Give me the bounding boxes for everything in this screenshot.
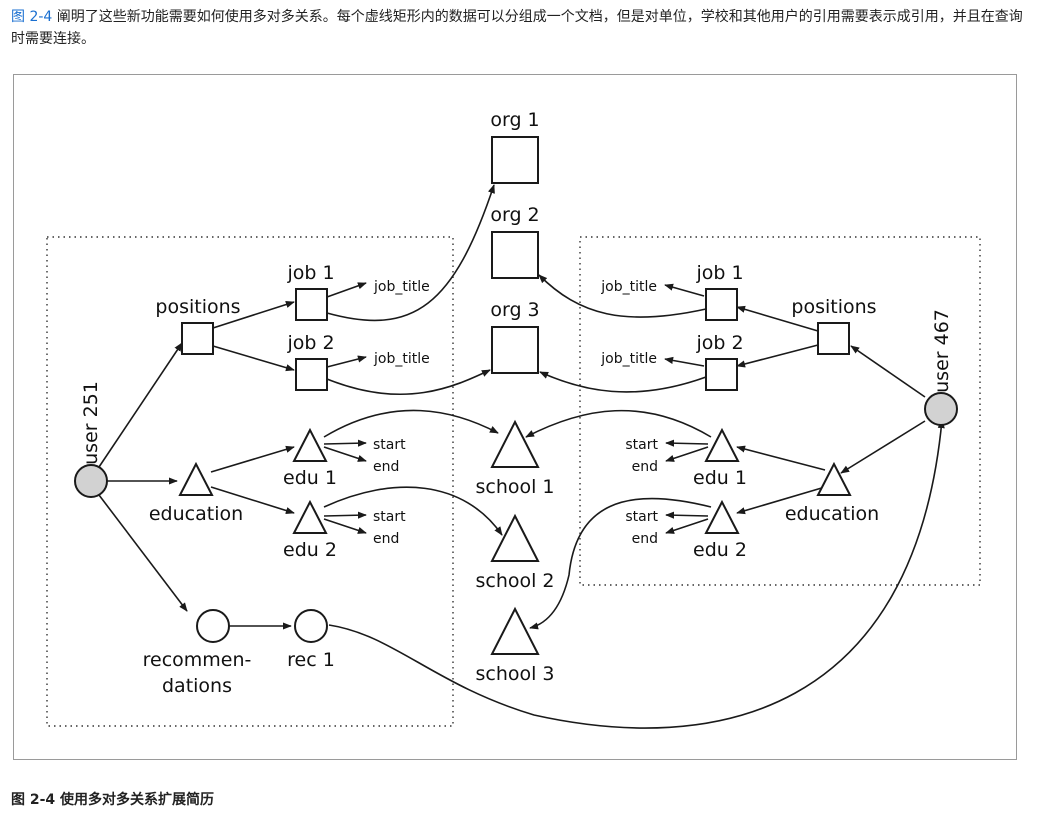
- ref-rec1-user467: [328, 419, 945, 729]
- edu2r-start-label: start: [625, 509, 658, 525]
- org2-node[interactable]: [491, 231, 539, 279]
- edge-education-edu1-r: [736, 445, 826, 471]
- user467-label: user 467: [931, 309, 953, 393]
- ref-job1r-org2: [538, 274, 707, 318]
- edge-user467-education: [840, 420, 926, 474]
- positions-label: positions: [155, 296, 240, 318]
- ref-job2r-org3: [539, 371, 707, 393]
- edu1-end-label: end: [373, 459, 399, 475]
- edge-edu2-end: [323, 518, 367, 534]
- edu1r-start-label: start: [625, 437, 658, 453]
- edge-edu1-end: [323, 446, 367, 462]
- job1-label-r: job 1: [695, 262, 743, 284]
- intro-text: 阐明了这些新功能需要如何使用多对多关系。每个虚线矩形内的数据可以分组成一个文档，…: [11, 9, 1023, 47]
- school1-label: school 1: [475, 476, 554, 498]
- education-label-r: education: [785, 503, 879, 525]
- rec1-label: rec 1: [287, 649, 335, 671]
- edge-education-edu2: [210, 486, 295, 515]
- positions-label-r: positions: [791, 296, 876, 318]
- edge-edu1-start: [323, 439, 367, 447]
- edge-edu2r-end: [665, 518, 709, 534]
- edu1-node-r[interactable]: [704, 427, 740, 462]
- org3-node[interactable]: [491, 326, 539, 374]
- school3-label: school 3: [475, 663, 554, 685]
- ref-edu2r-school3: [529, 497, 712, 630]
- edu2-node-r[interactable]: [704, 499, 740, 534]
- edu2-end-label: end: [373, 531, 399, 547]
- edge-edu1r-start: [665, 439, 709, 447]
- edge-edu2-start: [323, 511, 367, 519]
- job2-node[interactable]: [295, 358, 328, 391]
- ref-edu1-school1: [323, 409, 499, 438]
- many-to-many-diagram: org 1 org 2 org 3 school 1 school 2 scho…: [46, 109, 981, 729]
- edge-edu2r-start: [665, 511, 709, 519]
- user251-label: user 251: [80, 381, 102, 465]
- edge-positions-job1: [212, 301, 295, 329]
- figure-caption: 图 2-4 使用多对多关系扩展简历: [11, 792, 215, 808]
- edu1-node[interactable]: [292, 427, 328, 462]
- recommendations-node[interactable]: [196, 609, 230, 643]
- recommendations-label-line2: dations: [162, 675, 232, 697]
- edu2r-end-label: end: [632, 531, 658, 547]
- job1-title-label: job_title: [373, 279, 430, 295]
- org2-label: org 2: [490, 204, 539, 226]
- edge-edu1r-end: [665, 446, 709, 462]
- edu1r-end-label: end: [632, 459, 658, 475]
- edge-job2r-title: [664, 356, 705, 367]
- ref-edu2-school2: [323, 486, 503, 536]
- edu1-label-r: edu 1: [693, 467, 747, 489]
- education-label: education: [149, 503, 243, 525]
- ref-job1-org1: [326, 184, 495, 322]
- figure-frame: org 1 org 2 org 3 school 1 school 2 scho…: [13, 74, 1017, 760]
- edu1-start-label: start: [373, 437, 406, 453]
- positions-node-r[interactable]: [817, 322, 850, 355]
- school1-node[interactable]: [490, 419, 540, 468]
- positions-node[interactable]: [181, 322, 214, 355]
- education-node[interactable]: [178, 461, 214, 496]
- user467-node[interactable]: [924, 392, 958, 426]
- edge-job1-title: [326, 282, 367, 298]
- ref-edu1r-school1: [525, 409, 712, 438]
- edge-positions-job2-r: [736, 344, 819, 368]
- edge-job2-title: [326, 355, 367, 368]
- job1-node-r[interactable]: [705, 288, 738, 321]
- user251-document-boundary: [46, 236, 454, 727]
- edge-education-edu1: [210, 445, 295, 473]
- job2-label: job 2: [286, 332, 334, 354]
- job2-title-label: job_title: [373, 351, 430, 367]
- edu2-node[interactable]: [292, 499, 328, 534]
- edu1-label: edu 1: [283, 467, 337, 489]
- recommendations-label-line1: recommen-: [143, 649, 252, 671]
- edge-user467-positions: [850, 345, 926, 398]
- edu2-label-r: edu 2: [693, 539, 747, 561]
- edu2-start-label: start: [373, 509, 406, 525]
- school3-node[interactable]: [490, 606, 540, 655]
- edge-user251-recommendations: [98, 494, 188, 612]
- school2-node[interactable]: [490, 513, 540, 562]
- job1-label: job 1: [286, 262, 334, 284]
- org1-label: org 1: [490, 109, 539, 131]
- edge-positions-job2: [212, 345, 295, 372]
- org3-label: org 3: [490, 299, 539, 321]
- figure-reference-link[interactable]: 图 2-4: [11, 9, 53, 25]
- intro-paragraph: 图 2-4 阐明了这些新功能需要如何使用多对多关系。每个虚线矩形内的数据可以分组…: [11, 6, 1027, 50]
- job2-label-r: job 2: [695, 332, 743, 354]
- edge-job1r-title: [664, 283, 705, 297]
- job2r-title-label: job_title: [600, 351, 657, 367]
- job2-node-r[interactable]: [705, 358, 738, 391]
- education-node-r[interactable]: [816, 461, 852, 496]
- org1-node[interactable]: [491, 136, 539, 184]
- edge-user251-positions: [98, 342, 183, 468]
- job1-node[interactable]: [295, 288, 328, 321]
- school2-label: school 2: [475, 570, 554, 592]
- edu2-label: edu 2: [283, 539, 337, 561]
- ref-job2-org3: [326, 369, 491, 396]
- rec1-node[interactable]: [294, 609, 328, 643]
- user251-node[interactable]: [74, 464, 108, 498]
- edge-education-edu2-r: [736, 486, 826, 515]
- job1r-title-label: job_title: [600, 279, 657, 295]
- edge-positions-job1-r: [736, 305, 819, 332]
